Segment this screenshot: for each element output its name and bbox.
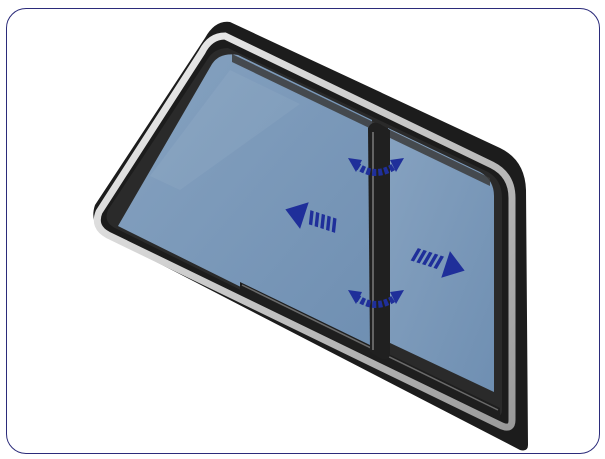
center-mullion [368,123,390,360]
